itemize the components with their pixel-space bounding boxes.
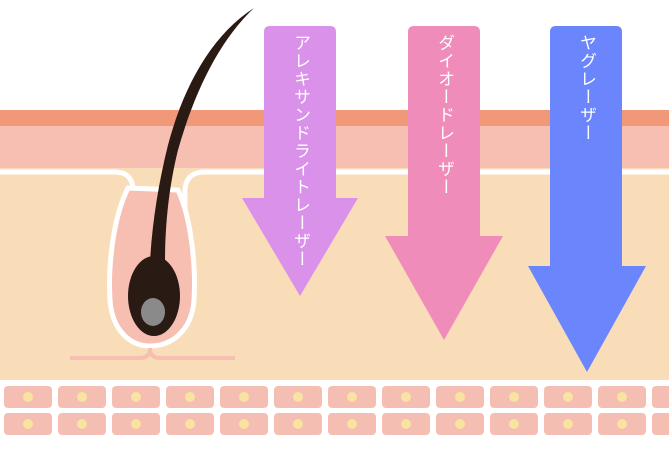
hair-bulb-core <box>141 298 165 326</box>
cell-nucleus <box>77 419 87 429</box>
cell-nucleus <box>293 392 303 402</box>
cell-nucleus <box>617 392 627 402</box>
cell-nucleus <box>23 419 33 429</box>
cell <box>652 386 669 408</box>
cell-nucleus <box>455 392 465 402</box>
cell-nucleus <box>617 419 627 429</box>
cell-nucleus <box>77 392 87 402</box>
hair-shaft <box>150 8 254 262</box>
cell-nucleus <box>509 392 519 402</box>
cell-nucleus <box>185 419 195 429</box>
cell-nucleus <box>23 392 33 402</box>
cell-nucleus <box>239 392 249 402</box>
diode-arrow <box>385 26 503 340</box>
cell-nucleus <box>563 392 573 402</box>
alexandrite-arrow <box>242 26 358 296</box>
cell-nucleus <box>563 419 573 429</box>
cell-nucleus <box>347 392 357 402</box>
follicle-papilla-base <box>70 347 235 360</box>
cell-nucleus <box>401 419 411 429</box>
cell-nucleus <box>455 419 465 429</box>
yag-arrow <box>528 26 646 372</box>
cell-nucleus <box>239 419 249 429</box>
cell-nucleus <box>131 419 141 429</box>
diode-laser-label: ダイオードレーザー <box>434 34 454 196</box>
cell-nucleus <box>401 392 411 402</box>
yag-laser-label: ヤグレーザー <box>576 34 596 142</box>
cell-nucleus <box>185 392 195 402</box>
subcutaneous-cells <box>4 386 669 435</box>
hair-bulb <box>128 256 180 336</box>
alexandrite-laser-label: アレキサンドライトレーザー <box>290 34 310 268</box>
cell-nucleus <box>509 419 519 429</box>
cell-nucleus <box>293 419 303 429</box>
cell <box>652 413 669 435</box>
cell-nucleus <box>131 392 141 402</box>
cell-nucleus <box>347 419 357 429</box>
